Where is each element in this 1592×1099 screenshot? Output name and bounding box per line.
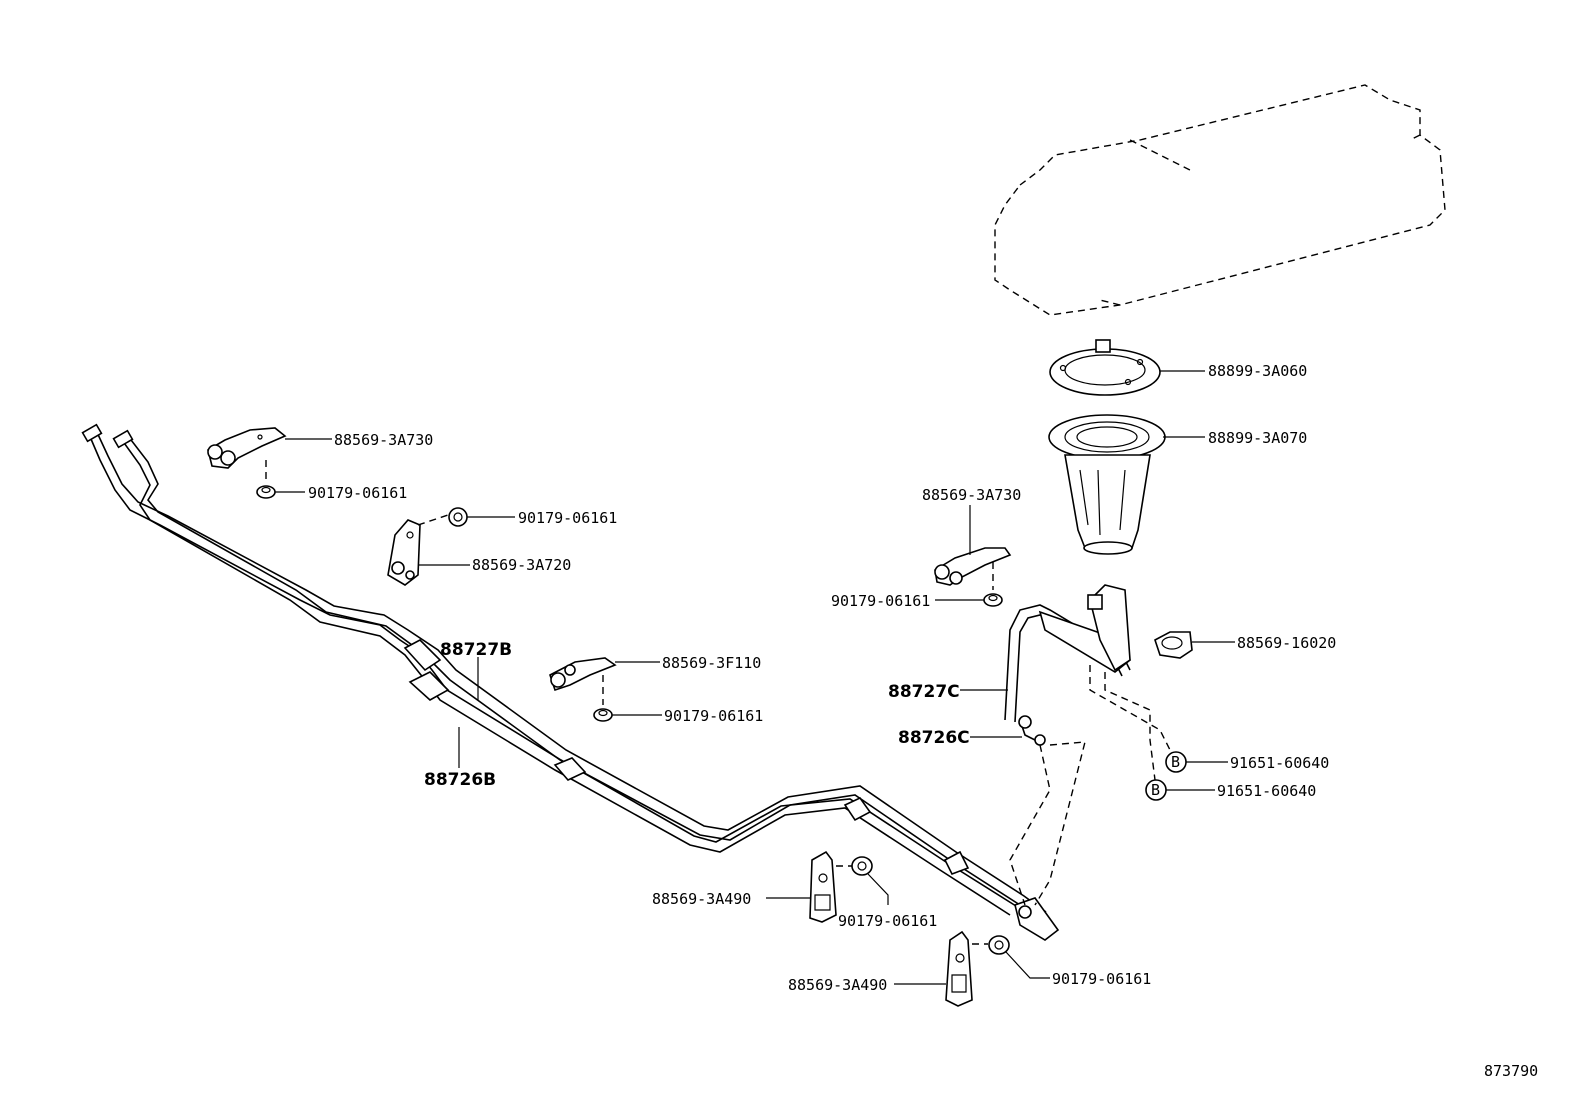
body-outline-inner — [1099, 134, 1421, 306]
label-90179-06161-e: 90179-06161 — [838, 912, 937, 930]
clamp-left-top — [207, 427, 287, 469]
label-88569-3a490-lower: 88569-3A490 — [788, 976, 887, 994]
label-88726b: 88726B — [424, 770, 496, 790]
label-88569-3a720: 88569-3A720 — [472, 556, 571, 574]
reference-number: 873790 — [1484, 1062, 1538, 1080]
nut-3f110 — [593, 708, 613, 722]
nut-3a490-lower — [988, 935, 1010, 955]
label-90179-06161-f: 90179-06161 — [1052, 970, 1151, 988]
bracket-3a490-lower — [945, 930, 973, 1007]
label-88726c: 88726C — [898, 728, 970, 748]
label-88569-3a730-right: 88569-3A730 — [922, 486, 1021, 504]
label-88569-3a490-upper: 88569-3A490 — [652, 890, 751, 908]
label-88569-16020: 88569-16020 — [1237, 634, 1336, 652]
nut-left-top — [256, 485, 276, 499]
nut-3a720 — [448, 507, 468, 527]
main-hose — [81, 423, 1060, 941]
clamp-3a720 — [387, 519, 421, 586]
label-88899-3a060: 88899-3A060 — [1208, 362, 1307, 380]
label-b-marker-2: B — [1151, 781, 1160, 799]
label-88899-3a070: 88899-3A070 — [1208, 429, 1307, 447]
retainer-ring — [1049, 339, 1161, 396]
clamp-right — [934, 547, 1012, 586]
label-b-marker-1: B — [1171, 753, 1180, 771]
label-90179-06161-c: 90179-06161 — [664, 707, 763, 725]
label-90179-06161-b: 90179-06161 — [518, 509, 617, 527]
label-90179-06161-d: 90179-06161 — [831, 592, 930, 610]
nut-right — [983, 593, 1003, 607]
label-91651-60640-a: 91651-60640 — [1230, 754, 1329, 772]
label-90179-06161-a: 90179-06161 — [308, 484, 407, 502]
body-outline — [994, 84, 1446, 316]
nut-3a490-upper — [851, 856, 873, 876]
bracket-3a490-upper — [809, 850, 837, 923]
label-91651-60640-b: 91651-60640 — [1217, 782, 1316, 800]
label-88569-3a730-left: 88569-3A730 — [334, 431, 433, 449]
label-88727b: 88727B — [440, 640, 512, 660]
filler-hose — [1004, 584, 1132, 746]
filler-gasket — [1048, 414, 1166, 555]
label-88569-3f110: 88569-3F110 — [662, 654, 761, 672]
clip-16020 — [1154, 631, 1193, 659]
label-88727c: 88727C — [888, 682, 960, 702]
clamp-3f110 — [549, 657, 617, 692]
